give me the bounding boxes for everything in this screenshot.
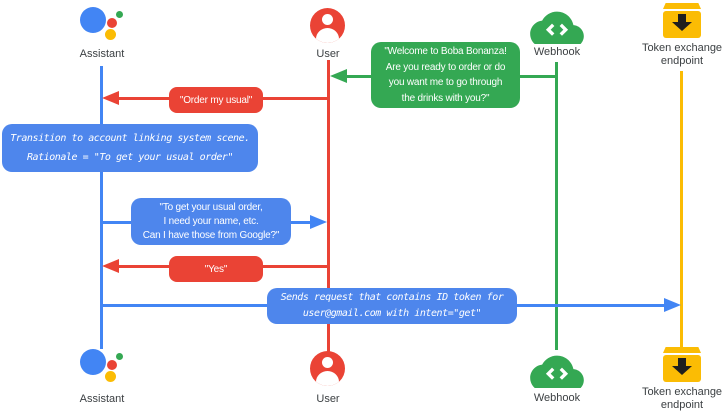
ask-permission-line: I need your name, etc. (163, 215, 259, 227)
assistant-blue-dot-icon (80, 349, 106, 375)
ask-permission-line: "To get your usual order, (159, 201, 263, 213)
welcome-message-line: you want me to go through (388, 77, 503, 88)
token-endpoint-label-line1: Token exchange (641, 386, 723, 398)
send-request-note-box: Sends request that contains ID token for… (267, 288, 517, 324)
token-box-lid-icon (663, 3, 701, 9)
order-arrowhead-left-icon (102, 91, 119, 105)
order-my-usual-message-box: "Order my usual" (169, 87, 263, 113)
welcome-message-line: Are you ready to order or do (385, 61, 506, 73)
token-endpoint-lifeline (680, 71, 683, 347)
ask-permission-line: Can I have those from Google?" (142, 229, 280, 241)
transition-note-line: Transition to account linking system sce… (10, 133, 250, 144)
transition-note-box: Transition to account linking system sce… (2, 124, 258, 172)
token-down-arrowhead-icon (672, 366, 692, 375)
webhook-label: Webhook (533, 46, 581, 58)
token-exchange-endpoint-icon (663, 347, 701, 382)
user-head-icon (322, 357, 333, 368)
ask-arrowhead-right-icon (310, 215, 327, 229)
send-request-line: Sends request that contains ID token for (280, 291, 504, 303)
assistant-red-dot-icon (107, 18, 117, 28)
assistant-yellow-dot-icon (105, 371, 116, 382)
assistant-icon (78, 347, 126, 387)
assistant-yellow-dot-icon (105, 29, 116, 40)
user-head-icon (322, 14, 333, 25)
token-down-arrowhead-icon (672, 22, 692, 31)
order-my-usual-text: "Order my usual" (179, 94, 253, 106)
assistant-green-dot-icon (116, 353, 123, 360)
user-shoulders-icon (316, 371, 339, 386)
welcome-message-line: the drinks with you?" (401, 92, 490, 104)
user-shoulders-icon (316, 28, 339, 43)
user-label: User (316, 393, 340, 405)
user-label: User (316, 48, 340, 60)
welcome-message-line: "Welcome to Boba Bonanza! (384, 46, 507, 57)
yes-text: "Yes" (204, 263, 228, 275)
ask-permission-message-box: "To get your usual order, I need your na… (131, 198, 291, 245)
webhook-label: Webhook (533, 392, 581, 404)
token-down-arrow-icon (678, 358, 686, 366)
send-request-arrowhead-right-icon (664, 298, 681, 312)
token-down-arrow-icon (678, 14, 686, 22)
token-endpoint-label-line2: endpoint (660, 399, 704, 411)
token-box-lid-icon (663, 347, 701, 353)
token-endpoint-label-line1: Token exchange (641, 42, 723, 54)
user-lifeline (327, 60, 330, 352)
assistant-blue-dot-icon (80, 7, 106, 33)
webhook-cloud-icon (529, 350, 585, 392)
assistant-green-dot-icon (116, 11, 123, 18)
token-endpoint-label: Token exchange endpoint (627, 42, 725, 68)
token-exchange-endpoint-icon (663, 3, 701, 38)
welcome-message-box: "Welcome to Boba Bonanza! Are you ready … (371, 42, 520, 108)
user-icon (310, 351, 345, 386)
assistant-label: Assistant (79, 48, 125, 60)
assistant-label: Assistant (79, 393, 125, 405)
send-request-line: user@gmail.com with intent="get" (302, 308, 482, 319)
token-endpoint-label: Token exchange endpoint (627, 386, 725, 412)
yes-message-box: "Yes" (169, 256, 263, 282)
webhook-cloud-icon (529, 6, 585, 48)
token-endpoint-label-line2: endpoint (660, 55, 704, 67)
assistant-red-dot-icon (107, 360, 117, 370)
assistant-icon (78, 5, 126, 45)
user-icon (310, 8, 345, 43)
welcome-arrowhead-left-icon (330, 69, 347, 83)
yes-arrowhead-left-icon (102, 259, 119, 273)
transition-note-line: Rationale = "To get your usual order" (26, 152, 234, 163)
assistant-lifeline (100, 66, 103, 349)
webhook-lifeline (555, 62, 558, 350)
